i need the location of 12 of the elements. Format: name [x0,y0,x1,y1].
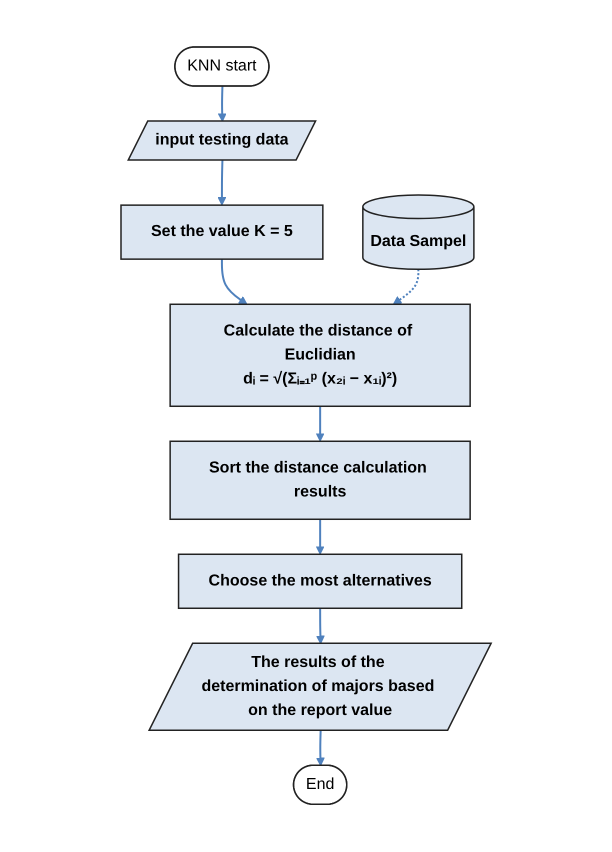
node-box: Set the value K = 5 [120,204,324,260]
arrow [218,86,227,122]
arrow [316,520,324,556]
arrow [392,270,420,306]
arrow [316,608,325,645]
node-box: Sort the distance calculation results [169,440,471,520]
arrow [217,160,226,206]
arrow [316,731,325,767]
arrow [220,260,248,306]
node-box: Calculate the distance of Euclidian dᵢ = √(Σᵢ₌₁ᵖ (x₂ᵢ − x₁ᵢ)²) [169,304,471,408]
node-box: Choose the most alternatives [178,554,462,610]
arrow [316,406,324,442]
